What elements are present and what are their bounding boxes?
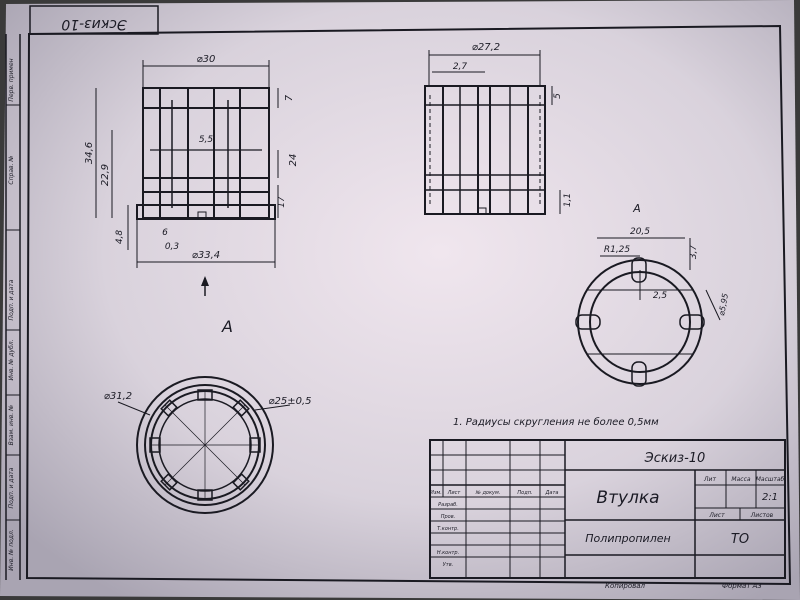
row-label: Лист [447, 490, 462, 496]
dim-label: 17 [277, 196, 287, 208]
role-label: Т.контр. [437, 526, 459, 532]
front-view: ⌀30 34,6 22,9 7 5,5 24 17 4,8 6 0,3 ⌀33,… [84, 54, 299, 336]
dim-label: ⌀30 [197, 54, 216, 65]
header-cell: Масштаб [756, 476, 785, 483]
doc-code: Эскиз-10 [644, 451, 706, 466]
detail-view: А 20,5 R1,25 3,7 2,5 ⌀5,95 [575, 202, 730, 387]
side-label: Подп. и дата [8, 279, 15, 320]
side-label: Подп. и дата [8, 467, 15, 508]
note-text: 1. Радиусы скругления не более 0,5мм [453, 416, 659, 428]
side-column: Перв. примен Справ. № Подп. и дата Инв. … [6, 58, 20, 571]
header-cell: Лит [703, 476, 716, 483]
detail-title: А [632, 202, 641, 215]
side-label: Взам. инв. № [8, 405, 15, 446]
dim-label: ⌀33,4 [192, 250, 220, 261]
dim-label: 22,9 [100, 164, 111, 186]
side-label: Инв. № подл. [8, 529, 15, 570]
sheet-label: Лист [708, 512, 725, 519]
dim-label: ⌀31,2 [104, 391, 132, 402]
dim-label: 24 [288, 154, 299, 167]
dim-label: ⌀25±0,5 [268, 396, 311, 407]
side-label: Справ. № [8, 155, 15, 184]
dim-label: 2,5 [653, 291, 668, 301]
row-label: Дата [545, 490, 559, 496]
header-cell: Масса [731, 476, 750, 483]
side-label: Инв. № дубл. [8, 339, 15, 380]
dim-label: 1,1 [563, 193, 573, 207]
side-label: Перв. примен [8, 58, 15, 101]
dim-label: 6 [162, 228, 168, 238]
row-label: № докум. [475, 490, 501, 496]
dim-label: R1,25 [604, 245, 631, 255]
part-name: Втулка [596, 488, 659, 508]
dim-label: 20,5 [630, 227, 650, 237]
role-label: Утв. [443, 562, 454, 568]
dim-label: ⌀27,2 [472, 42, 500, 53]
organization: ТО [731, 532, 749, 547]
corner-stamp-text: Эскиз-10 [61, 16, 127, 32]
view-arrow-label: А [221, 317, 233, 336]
corner-stamp: Эскиз-10 [29, 5, 159, 35]
footer-format: Формат A3 [722, 582, 762, 590]
dim-label: 3,7 [689, 245, 699, 260]
scale-value: 2:1 [762, 492, 778, 503]
role-label: Разраб. [438, 502, 458, 508]
dim-label: 5,5 [199, 135, 214, 145]
dim-label: 0,3 [165, 242, 180, 252]
dim-label: 34,6 [84, 142, 95, 164]
sheets-label: Листов [750, 512, 774, 519]
dim-label: 5 [553, 93, 563, 99]
dim-label: ⌀5,95 [717, 293, 730, 317]
dim-label: 2,7 [453, 62, 468, 72]
top-view: ⌀31,2 ⌀25±0,5 [104, 376, 312, 514]
section-view: ⌀27,2 2,7 5 1,1 [424, 42, 573, 215]
row-label: Изм. [430, 490, 442, 496]
role-label: Н.контр. [437, 550, 459, 556]
role-label: Пров. [441, 514, 456, 520]
dim-label: 4,8 [115, 230, 125, 245]
dim-label: 7 [284, 94, 295, 101]
material: Полипропилен [585, 532, 670, 545]
row-label: Подп. [517, 490, 532, 496]
drawing-frame [25, 24, 792, 586]
title-block: Эскиз-10 Втулка Полипропилен ТО Лит Масс… [429, 439, 786, 579]
footer-copied: Копировал [605, 582, 646, 590]
